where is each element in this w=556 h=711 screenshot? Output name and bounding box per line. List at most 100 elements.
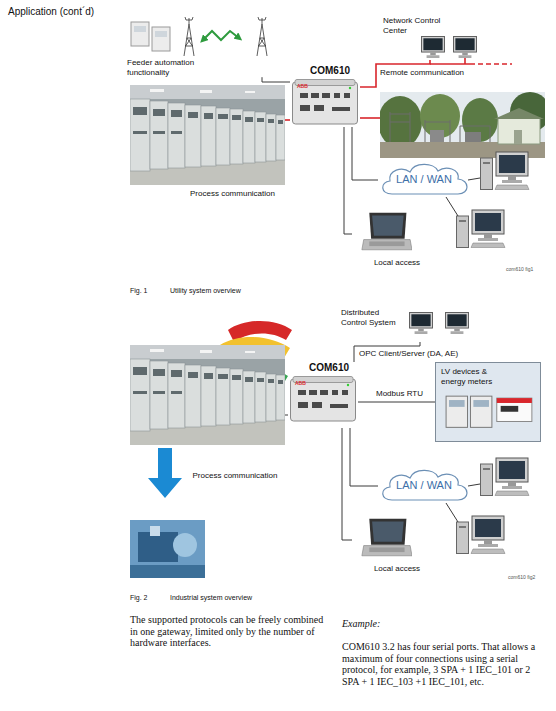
body-text: COM610 3.2 has four serial ports. That a… [342, 641, 544, 687]
meter-icon [497, 398, 532, 403]
substation-photo [378, 92, 550, 158]
pc-icon [481, 152, 530, 190]
connector-line [342, 428, 352, 540]
gateway-device [293, 80, 358, 125]
switchgear-box: Process communication [130, 345, 285, 481]
control-center: Network Control Center [383, 16, 479, 60]
connector-line [358, 402, 435, 403]
remote-link-dashed [470, 63, 512, 65]
node-label: Process communication [190, 189, 275, 199]
meter-icon [501, 406, 519, 412]
pc-icon [457, 152, 530, 248]
network-cloud: LAN / WAN [378, 466, 470, 506]
meter-icon [449, 400, 465, 407]
node-label: COM610 [309, 362, 349, 374]
switchgear-photo [130, 85, 285, 185]
figure-number: Fig. 1 [130, 287, 148, 295]
monitor-link [464, 58, 466, 64]
figure-number: Fig. 2 [130, 594, 148, 602]
switchgear-box: Process communication [130, 85, 285, 199]
connector-line [350, 428, 378, 486]
monitor-icon [446, 312, 469, 334]
gateway-box: COM610 [288, 362, 358, 428]
laptop-icon [362, 519, 412, 556]
connection-label: OPC Client/Server (DA, AE) [359, 349, 458, 359]
gateway-box: COM610 [290, 65, 360, 127]
node-label: LAN / WAN [396, 173, 452, 186]
connector-line [285, 119, 290, 121]
local-access: Local access [352, 212, 442, 268]
figure-id: com610 fig1 [506, 266, 533, 272]
connection-label: Remote communication [380, 68, 464, 78]
cloud-shape [383, 164, 467, 194]
substation-link [360, 117, 380, 119]
local-access: Local access [352, 518, 442, 574]
industrial-photo [173, 533, 197, 557]
monitor-icon [410, 312, 469, 334]
monitor-icon [422, 36, 445, 58]
feeder-devices [131, 22, 149, 46]
pc-icon [481, 458, 530, 496]
feeder-devices [155, 31, 167, 37]
monitor-icon [410, 312, 433, 334]
antenna-tower [257, 17, 267, 56]
feeder-devices [131, 22, 170, 51]
industrial-photo [150, 526, 160, 536]
feeder-devices [134, 26, 146, 32]
radio-link [203, 31, 239, 40]
laptop-icon [362, 213, 412, 250]
figure-caption: Utility system overview [170, 287, 241, 295]
meter-icon [473, 400, 489, 407]
antenna-tower [184, 17, 194, 56]
lan-link [468, 178, 480, 180]
device-panel: LV devices & energy meters [435, 362, 541, 442]
meter-icon [497, 398, 532, 421]
connector-line [285, 415, 288, 416]
node-label: LV devices & energy meters [441, 367, 513, 386]
industrial-photo [130, 565, 205, 578]
industrial-photo [138, 532, 178, 562]
node-label: Distributed Control System [341, 308, 403, 327]
figure-id: com610 fig2 [508, 574, 535, 580]
network-cloud: LAN / WAN [378, 160, 470, 200]
cloud-shape [383, 470, 467, 500]
meter-icon [470, 396, 491, 427]
body-text: The supported protocols can be freely co… [130, 614, 332, 649]
feeder-group: Feeder automation functionality [127, 16, 272, 77]
node-label: Process communication [193, 471, 278, 481]
pc-icon [457, 516, 506, 554]
antenna-tower [184, 17, 267, 56]
connection-label: Modbus RTU [376, 389, 423, 399]
node-label: Feeder automation functionality [127, 58, 207, 77]
node-label: Local access [374, 564, 420, 574]
switchgear-photo [130, 345, 285, 445]
connector-line [344, 127, 352, 234]
connectors [262, 60, 435, 540]
lan-link [468, 484, 480, 486]
connector-line [262, 77, 290, 82]
control-system: Distributed Control System [341, 308, 475, 342]
remote-link [430, 63, 470, 65]
connector-line [352, 127, 378, 180]
example-heading: Example: [342, 618, 380, 630]
industrial-photo [130, 520, 205, 578]
node-label: COM610 [310, 65, 350, 77]
monitor-icon [422, 36, 477, 58]
node-label: LAN / WAN [396, 479, 452, 492]
industrial-photo [130, 520, 205, 578]
page-title: Application (cont´d) [8, 6, 94, 18]
figure-caption: Industrial system overview [170, 594, 252, 602]
feeder-devices [152, 27, 170, 51]
pc-icon [457, 458, 530, 554]
brand-mark: ABB [295, 380, 306, 386]
lan-link [446, 197, 458, 216]
monitor-icon [454, 36, 477, 58]
gateway-device [291, 377, 356, 422]
meter-icon [446, 396, 467, 427]
pc-icon [457, 210, 506, 248]
node-label: Local access [374, 258, 420, 268]
